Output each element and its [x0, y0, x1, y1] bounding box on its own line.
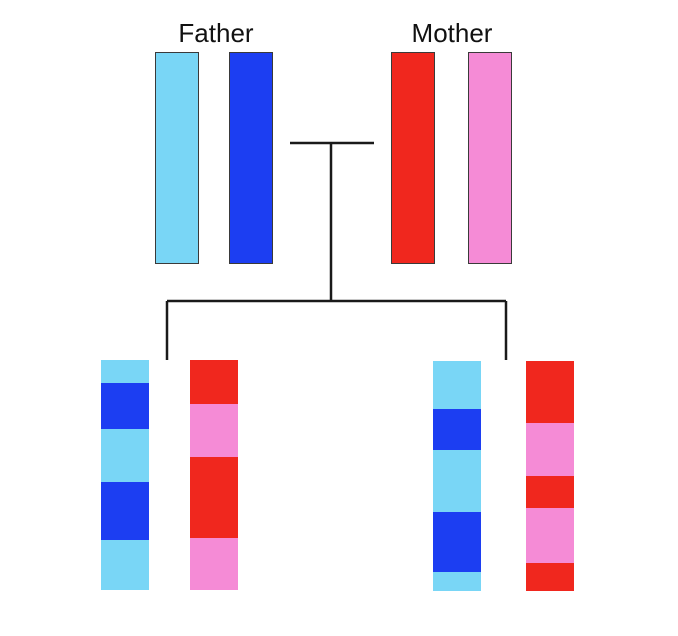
offspring-2-chromosome-1: [433, 361, 481, 591]
father-chromosome-1: [155, 52, 199, 264]
offspring-2-chromosome-2-segment-2: [526, 423, 574, 476]
offspring-2-chromosome-2-segment-3: [526, 476, 574, 508]
father-chromosome-2: [229, 52, 273, 264]
mother-chromosome-1: [391, 52, 435, 264]
offspring-1-chromosome-2: [190, 360, 238, 590]
father-label: Father: [178, 18, 254, 48]
offspring-1-chromosome-2-segment-1: [190, 360, 238, 404]
offspring-1-chromosome-1: [101, 360, 149, 590]
offspring-1-chromosome-1-segment-2: [101, 383, 149, 429]
offspring-2-chromosome-2-segment-5: [526, 563, 574, 591]
offspring-2-chromosome-1-segment-2: [433, 409, 481, 450]
offspring-2-chromosome-1-segment-1: [433, 361, 481, 409]
offspring-2-chromosome-2-segment-1: [526, 361, 574, 423]
mother-label: Mother: [411, 18, 493, 48]
offspring-2-chromosome-1-segment-4: [433, 512, 481, 572]
offspring-2-chromosome-2-segment-4: [526, 508, 574, 563]
offspring-1-chromosome-2-segment-4: [190, 538, 238, 590]
offspring-1-chromosome-2-segment-2: [190, 404, 238, 457]
offspring-1-chromosome-1-segment-5: [101, 540, 149, 590]
offspring-1-chromosome-2-segment-3: [190, 457, 238, 538]
offspring-2-chromosome-1-segment-3: [433, 450, 481, 512]
offspring-2-chromosome-2: [526, 361, 574, 591]
mother-chromosome-2: [468, 52, 512, 264]
offspring-1-chromosome-1-segment-3: [101, 429, 149, 482]
offspring-2-chromosome-1-segment-5: [433, 572, 481, 591]
offspring-1-chromosome-1-segment-4: [101, 482, 149, 540]
offspring-1-chromosome-1-segment-1: [101, 360, 149, 383]
